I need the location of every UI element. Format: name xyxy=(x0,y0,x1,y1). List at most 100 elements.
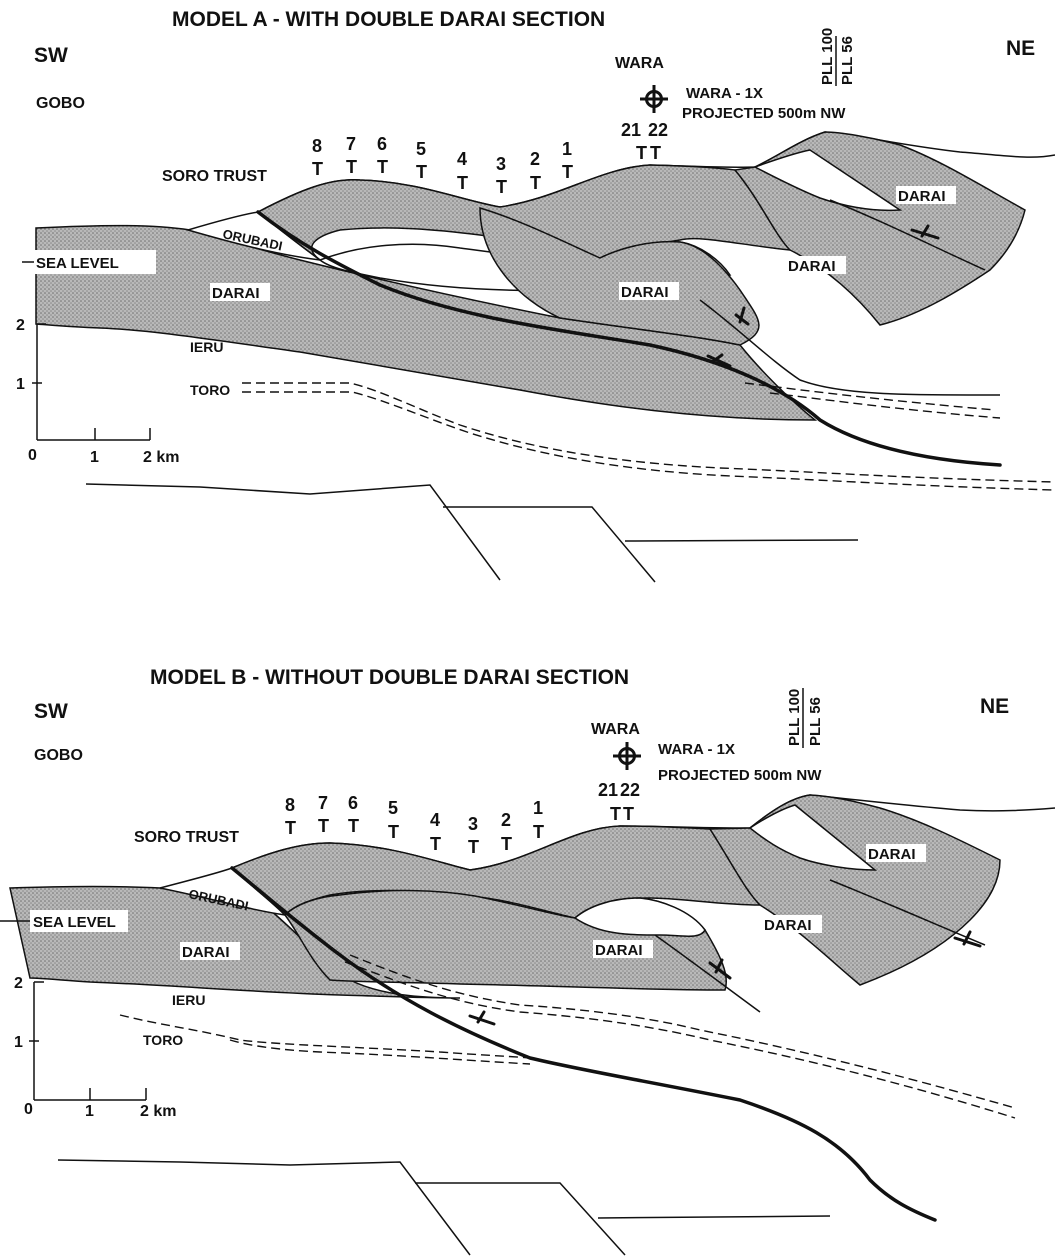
model-b-darai-label-bg xyxy=(593,940,653,958)
model-b-wara-label: WARA xyxy=(591,721,640,738)
model-a-shot-number: 7 xyxy=(346,134,356,154)
model-a-shot-number: 22 xyxy=(648,120,668,140)
model-a-shot-mark: T xyxy=(650,143,661,163)
model-b-shot-number: 7 xyxy=(318,793,328,813)
model-a-horizon xyxy=(744,382,996,411)
model-a-basement-faults xyxy=(85,483,859,583)
model-a-shot-mark: T xyxy=(530,173,541,193)
model-b-thrust-fault xyxy=(654,934,761,1013)
model-b-well-name: WARA - 1X xyxy=(658,741,735,758)
model-b-line-pll56: PLL 56 xyxy=(807,697,824,746)
model-b-toro-horizon xyxy=(229,1039,531,1065)
model-b-shot-number: 4 xyxy=(430,810,440,830)
model-b-sea-level-label: SEA LEVEL xyxy=(33,914,116,931)
model-a-wara-label: WARA xyxy=(615,55,664,72)
model-a-shot-number: 21 xyxy=(621,120,641,140)
model-b-darai-label-bg xyxy=(762,915,822,933)
model-a-shot-mark: T xyxy=(346,157,357,177)
model-b-soro-trust-label: SORO TRUST xyxy=(134,829,239,846)
model-a-ne-label: NE xyxy=(1006,37,1035,60)
model-a-panel: MODEL A - WITH DOUBLE DARAI SECTION SW N… xyxy=(16,8,1055,583)
model-a-ne-thrust-fault xyxy=(829,199,986,271)
model-b-title: MODEL B - WITHOUT DOUBLE DARAI SECTION xyxy=(150,666,629,689)
model-a-shot-mark: T xyxy=(377,157,388,177)
model-b-basement-faults xyxy=(57,1159,831,1256)
model-a-scale-h2: 2 km xyxy=(143,449,179,466)
model-b-horizon xyxy=(344,961,1016,1119)
model-a-main-thrust-fault xyxy=(256,210,1002,467)
model-b-shot-mark: T xyxy=(623,804,634,824)
model-a-darai-label-bg xyxy=(786,256,846,274)
model-b-shot-number: 8 xyxy=(285,795,295,815)
model-b-main-thrust-fault xyxy=(230,866,937,1222)
model-b-gobo-label: GOBO xyxy=(34,747,83,764)
model-a-sea-level-box xyxy=(34,250,156,274)
model-a-ne-wedge xyxy=(753,149,903,212)
model-b-shot-mark: T xyxy=(348,816,359,836)
model-b-shot-mark: T xyxy=(533,822,544,842)
model-a-shot-mark: T xyxy=(312,159,323,179)
model-a-shot-points: 8 T 7 T 6 T 5 T 4 T 3 T 2 T 1 T 21 22 T … xyxy=(312,120,668,197)
model-b-shot-number: 6 xyxy=(348,793,358,813)
model-b-well-note: PROJECTED 500m NW xyxy=(658,767,822,784)
model-b-darai-label: DARAI xyxy=(182,944,230,961)
model-b-ne-wedge xyxy=(748,804,878,871)
model-b-scale-v1: 1 xyxy=(14,1034,23,1051)
model-a-shot-number: 4 xyxy=(457,149,467,169)
model-b-scale-h2: 2 km xyxy=(140,1103,176,1120)
model-a-gobo-label: GOBO xyxy=(36,95,85,112)
model-b-shot-mark: T xyxy=(501,834,512,854)
model-a-darai-label-bg xyxy=(619,282,679,300)
model-a-scale-v2: 2 xyxy=(16,317,25,334)
model-a-darai-label: DARAI xyxy=(788,258,836,275)
model-b-shot-mark: T xyxy=(430,834,441,854)
model-b-ne-label: NE xyxy=(980,695,1009,718)
model-b-sea-level-box xyxy=(30,910,128,932)
model-a-well-symbol xyxy=(640,85,668,113)
model-a-darai-label: DARAI xyxy=(621,284,669,301)
model-a-shot-number: 1 xyxy=(562,139,572,159)
model-a-darai-label: DARAI xyxy=(212,285,260,302)
model-a-thrust-arrow xyxy=(734,306,750,326)
model-b-shot-number: 22 xyxy=(620,780,640,800)
model-b-panel: MODEL B - WITHOUT DOUBLE DARAI SECTION S… xyxy=(0,666,1055,1256)
model-b-well-symbol xyxy=(613,742,641,770)
model-b-scale-v2: 2 xyxy=(14,975,23,992)
model-b-shot-points: 8 T 7 T 6 T 5 T 4 T 3 T 2 T 1 T 21 22 T … xyxy=(285,780,640,857)
model-a-scale-v1: 1 xyxy=(16,376,25,393)
model-a-seismic-lines: PLL 100 PLL 56 xyxy=(819,28,856,86)
model-a-shot-number: 2 xyxy=(530,149,540,169)
model-a-well-note: PROJECTED 500m NW xyxy=(682,105,846,122)
model-a-line-pll56: PLL 56 xyxy=(839,36,856,85)
model-b-shot-number: 5 xyxy=(388,798,398,818)
model-a-toro-horizon xyxy=(242,382,1055,483)
model-a-shot-number: 5 xyxy=(416,139,426,159)
model-b-soro-sheet xyxy=(230,825,762,919)
model-a-shot-number: 8 xyxy=(312,136,322,156)
model-a-title: MODEL A - WITH DOUBLE DARAI SECTION xyxy=(172,8,605,31)
model-a-line-pll100: PLL 100 xyxy=(819,28,836,85)
model-b-toro-horizon xyxy=(119,1014,531,1059)
model-a-sw-label: SW xyxy=(34,44,68,67)
model-b-line-pll100: PLL 100 xyxy=(786,689,803,746)
model-a-shot-mark: T xyxy=(562,162,573,182)
model-b-shot-mark: T xyxy=(468,837,479,857)
model-a-scale-zero: 0 xyxy=(28,447,37,464)
model-b-horizon xyxy=(349,954,1016,1109)
model-a-shot-mark: T xyxy=(457,173,468,193)
model-a-scale-h1: 1 xyxy=(90,449,99,466)
model-b-sw-label: SW xyxy=(34,700,68,723)
model-a-scale-bar: 2 1 0 1 2 km xyxy=(16,317,179,466)
model-a-darai-label: DARAI xyxy=(898,188,946,205)
model-b-thrust-arrow xyxy=(468,1010,496,1026)
model-a-thrust-fault xyxy=(699,299,1001,396)
model-a-shot-number: 3 xyxy=(496,154,506,174)
model-a-shot-mark: T xyxy=(416,162,427,182)
model-b-darai-label: DARAI xyxy=(595,942,643,959)
model-a-soro-sheet xyxy=(256,164,793,261)
model-a-ieru-label: IERU xyxy=(190,339,223,355)
model-b-shot-number: 21 xyxy=(598,780,618,800)
model-a-horizon xyxy=(769,392,1001,419)
